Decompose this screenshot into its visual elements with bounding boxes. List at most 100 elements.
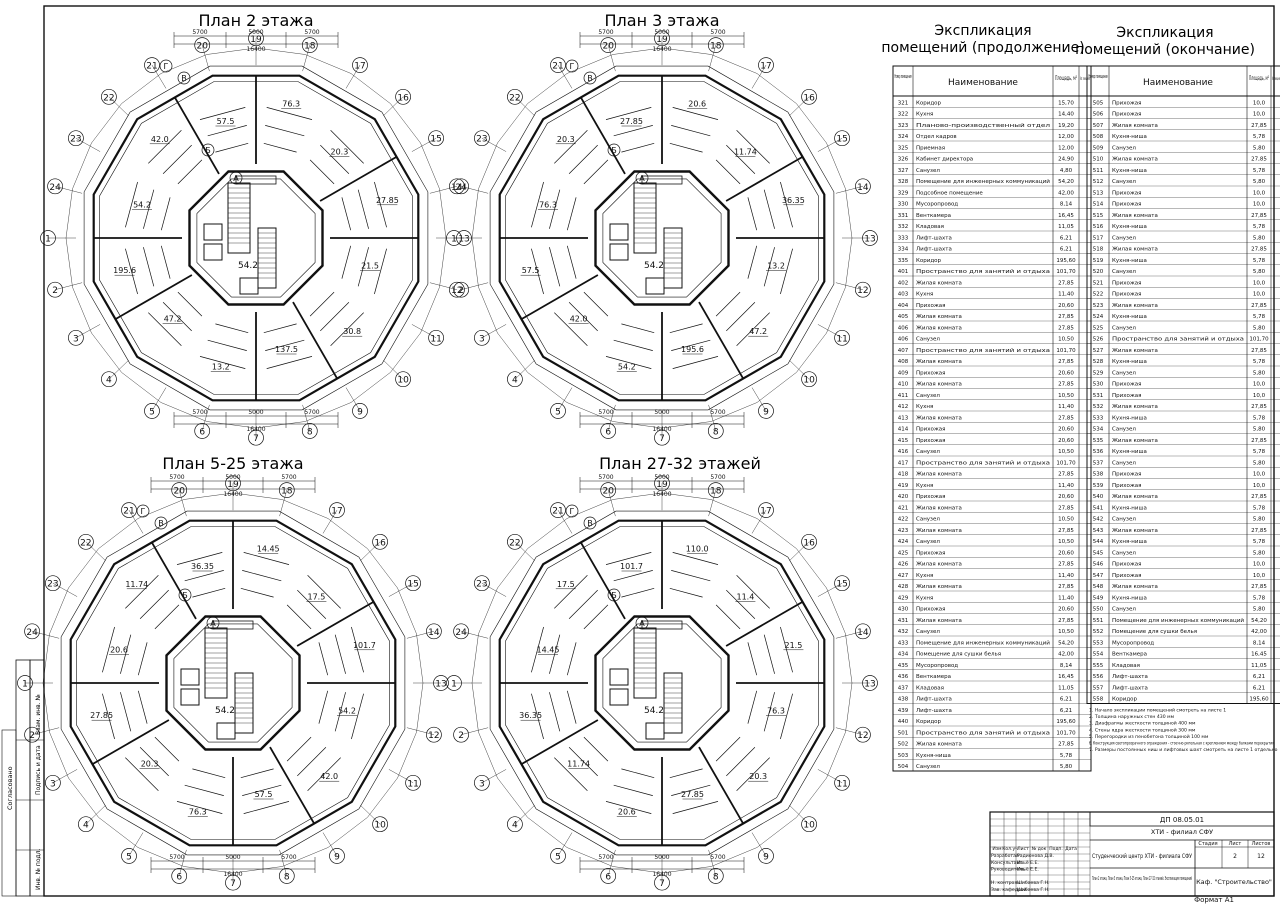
plan-radial-wall [725,156,803,202]
plan-axis-label: 7 [230,879,236,889]
plan-axis-bubble [550,502,566,518]
table-cell-name: Коридор [1112,697,1138,703]
plan-letter-label: Г [570,507,575,516]
plan-axis-label: 14 [857,183,869,193]
plan-partition [265,339,305,351]
plan-letter-label: В [587,74,593,83]
table-cell-num: 321 [898,100,909,106]
plan-axis-bubble [758,848,774,864]
plan-partition [554,757,588,791]
table-cell-num: 409 [898,370,909,376]
plan-axis-line [817,583,843,597]
table-cell-name: Жилая комната [1112,247,1158,253]
plan-partition [207,339,247,351]
plan-dim-text: 16400 [652,491,671,498]
table-cell-area: 14,40 [1058,112,1074,118]
plan-axis-label: 13 [864,680,875,690]
table-cell-area: 10,50 [1058,337,1074,343]
plan-room-area: 42.0 [570,314,588,323]
table-cell-num: 501 [898,730,909,736]
table-cell-name: Санузел [1112,460,1136,466]
plan-facade-wall [498,519,826,847]
table-cell-num: 440 [898,719,909,725]
table-cell-name: Прихожая [1112,393,1141,399]
table-cell-num: 507 [1093,123,1104,129]
table-cell-area: 20,60 [1058,427,1074,433]
plan-room-area: 54.2 [338,707,356,716]
plan-partition [583,736,609,762]
plan-room-area: 20.6 [110,646,128,655]
plan-dim-text: 16400 [652,46,671,53]
plan-axis-bubble [121,848,137,864]
table-cell-area: 12,00 [1058,134,1074,140]
plan-facade-inner [505,81,819,395]
plan-axis-bubble [395,88,411,105]
table-cell-num: 424 [898,539,909,545]
table-cell-name: Коридор [916,719,942,725]
table-cell-area: 27,85 [1251,213,1267,219]
plan-partition [160,245,171,279]
plan-letter-label: В [587,519,593,528]
plan-partition [242,784,282,796]
plan-axis-line [751,509,767,534]
plan-core-inner [602,623,722,743]
tb-role-name: Ивьё Е.Е. [1017,867,1039,873]
plan-partition [621,142,655,153]
plan-axis-line [360,805,381,825]
plan-axis-label: 20 [173,487,185,497]
plan-dim-text: 5700 [304,29,319,36]
plan-axis-bubble [194,37,211,53]
plan-dim-text: 16400 [223,871,242,878]
plan-axis-label: 22 [80,538,91,548]
table-cell-num: 433 [898,640,909,646]
plan-axis-bubble [395,371,411,388]
stamp-agreed: Согласовано [6,766,14,810]
plan-partition [199,356,246,369]
table-cell-area: 11,40 [1058,292,1074,298]
table-cell-num: 510 [1093,157,1104,163]
plan-outer-contour [489,510,835,856]
table-cell-num: 525 [1093,325,1104,331]
tb-role: Разработал [991,853,1019,859]
tb-sheet-val: 2 [1233,853,1237,860]
plan-partition [125,248,138,295]
plan-partition [763,189,775,229]
plan-axis-label: 15 [430,135,441,145]
plan-axis-label: 21 [552,507,563,517]
tb-sheet-title: План 2 этажа, План 3 этажа, План 5-25 эт… [1092,875,1192,882]
table-cell-area: 27,85 [1251,123,1267,129]
plan-partition [207,125,247,137]
plan-axis-bubble [801,816,817,833]
table-cell-area: 10,50 [1058,517,1074,523]
table-cell-area: 10,0 [1253,202,1266,208]
plan-partition [120,692,132,732]
plan-axis-bubble [446,230,462,246]
plan-partition [263,323,297,334]
plan-axis-line [55,282,83,290]
plan-partition [297,589,327,619]
plan-axis-line [608,849,616,876]
table-cell-name: Жилая комната [1112,494,1158,500]
table-cell-name: Санузел [1112,145,1136,151]
table-cell-area: 15,70 [1058,100,1074,106]
floor-plans: 123456789101112131415161718192021222324А… [17,29,878,891]
table-cell-num: 408 [898,359,909,365]
table-cell-name: Кухня-ниша [1112,505,1147,511]
table-cell-num: 420 [898,494,909,500]
table-cell-name: Жилая комната [1112,528,1158,534]
table-cell-name: Кухня-ниша [1112,134,1147,140]
table-cell-area: 20,60 [1058,494,1074,500]
plan-axis-line [557,387,573,412]
plan-partition [605,552,652,565]
plan-core-wall [165,615,301,751]
table-cell-name: Жилая комната [916,359,962,365]
table-cell-area: 42,00 [1251,629,1267,635]
plan-outer-contour [60,510,406,856]
table-cell-name: Жилая комната [916,505,962,511]
table-cell-area: 20,60 [1058,438,1074,444]
table-cell-name: Санузел [916,449,940,455]
plan-elev-lobby [235,175,277,185]
plan-partition [263,142,297,153]
plan-axis-line [608,490,616,517]
plan-axis-line [481,583,507,597]
